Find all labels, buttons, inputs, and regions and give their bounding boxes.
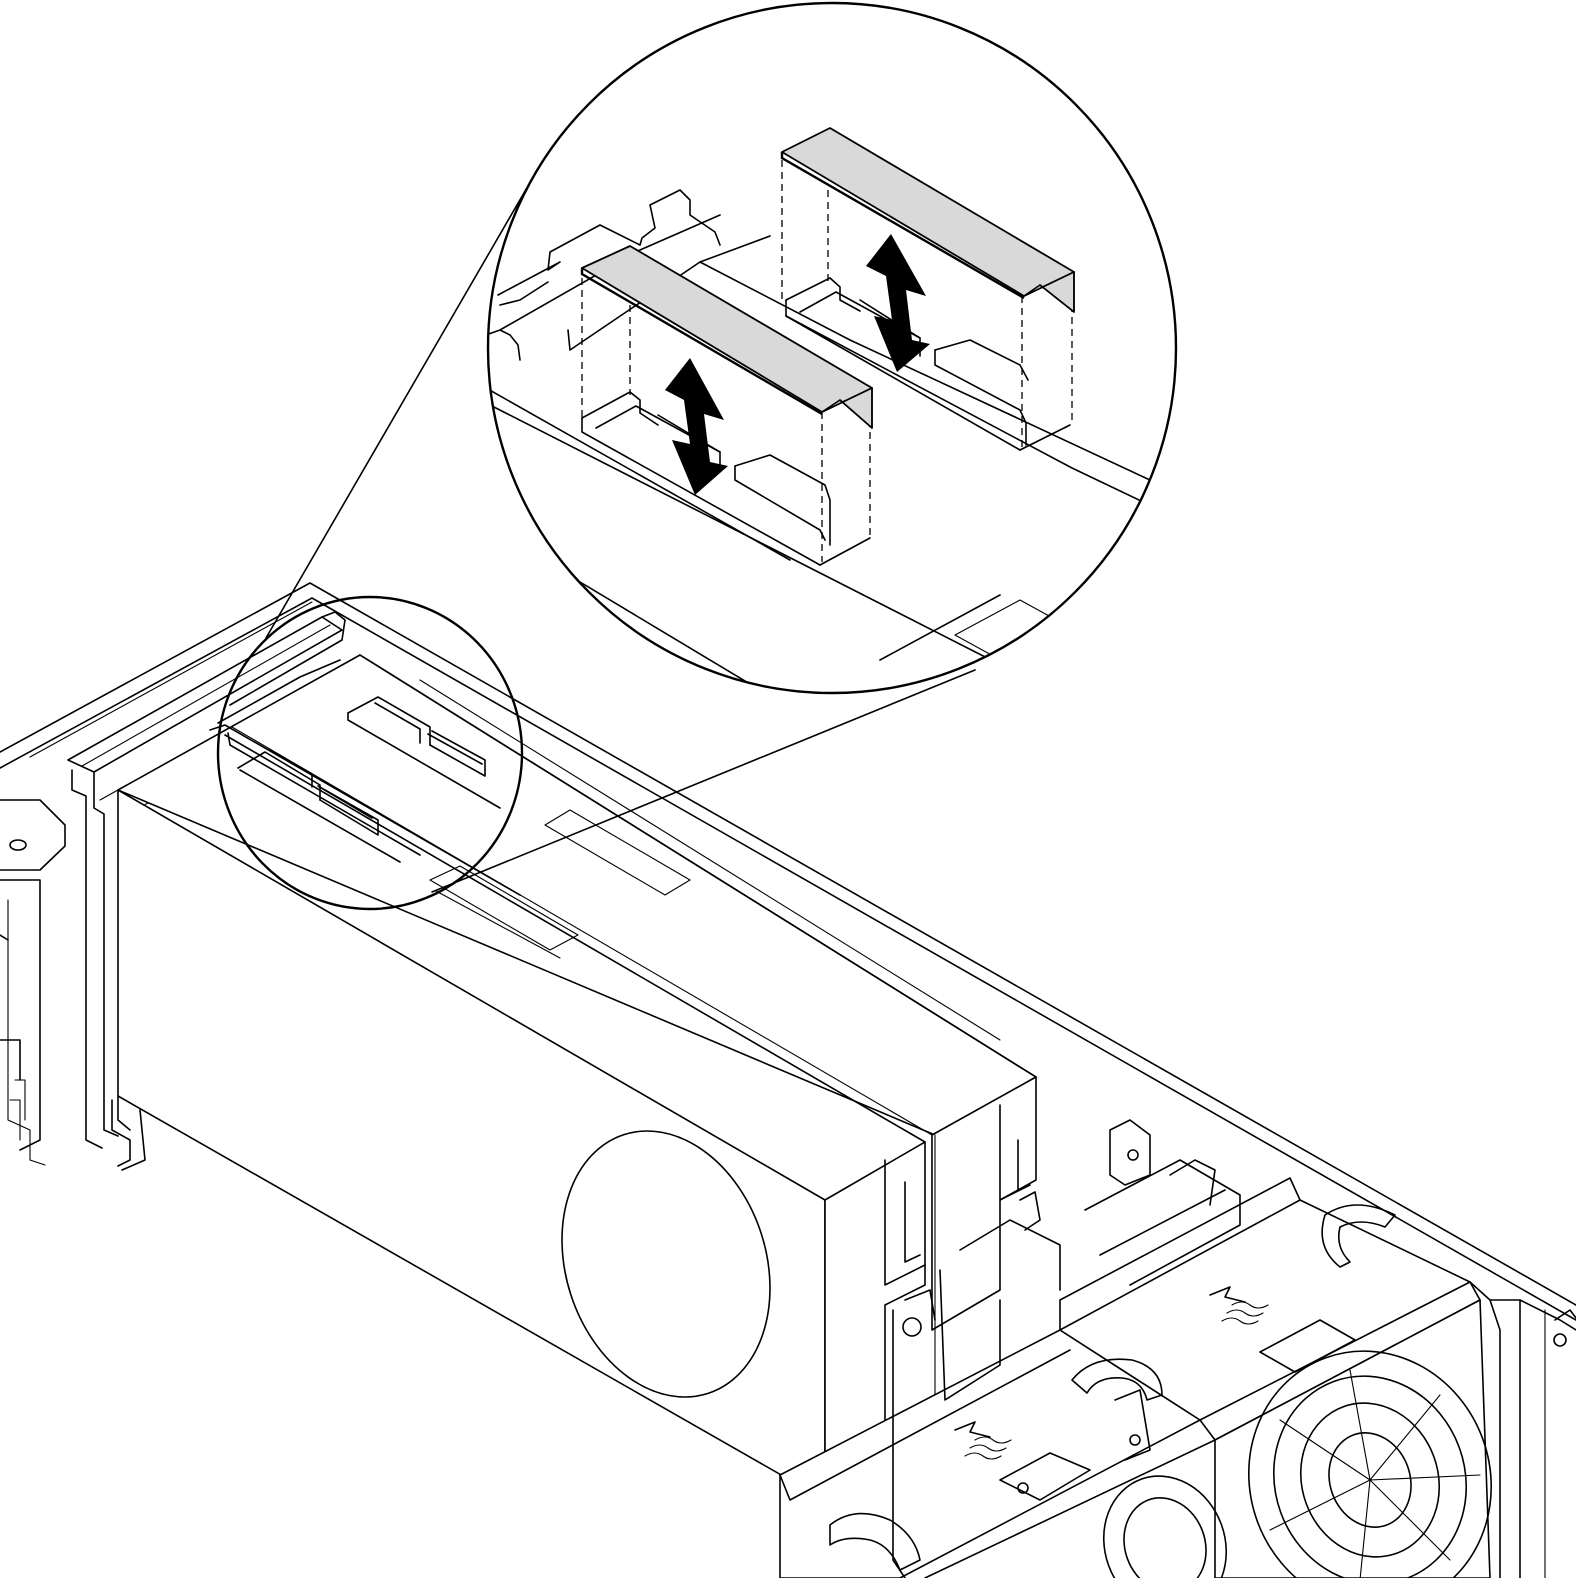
up-down-arrow-front: [665, 358, 728, 495]
callout-source-circle: [209, 595, 524, 911]
air-baffle-filler-rear: [780, 127, 1075, 313]
callout-connector-lines: [265, 185, 976, 893]
air-baffle-filler-front: [580, 245, 873, 429]
fan-cage-right: [1019, 1119, 1576, 1578]
gpu-card-rear: [359, 654, 1037, 1481]
gpu-card-front: [117, 654, 1037, 1511]
callout-magnifier-circle: [486, 1, 1178, 695]
gpu-fan-opening: [561, 1130, 771, 1398]
fan-cage-left: [779, 1219, 1216, 1578]
up-down-arrow-rear: [866, 234, 930, 372]
server-chassis: [0, 582, 1576, 1321]
fan-rotor: [1102, 1299, 1493, 1578]
